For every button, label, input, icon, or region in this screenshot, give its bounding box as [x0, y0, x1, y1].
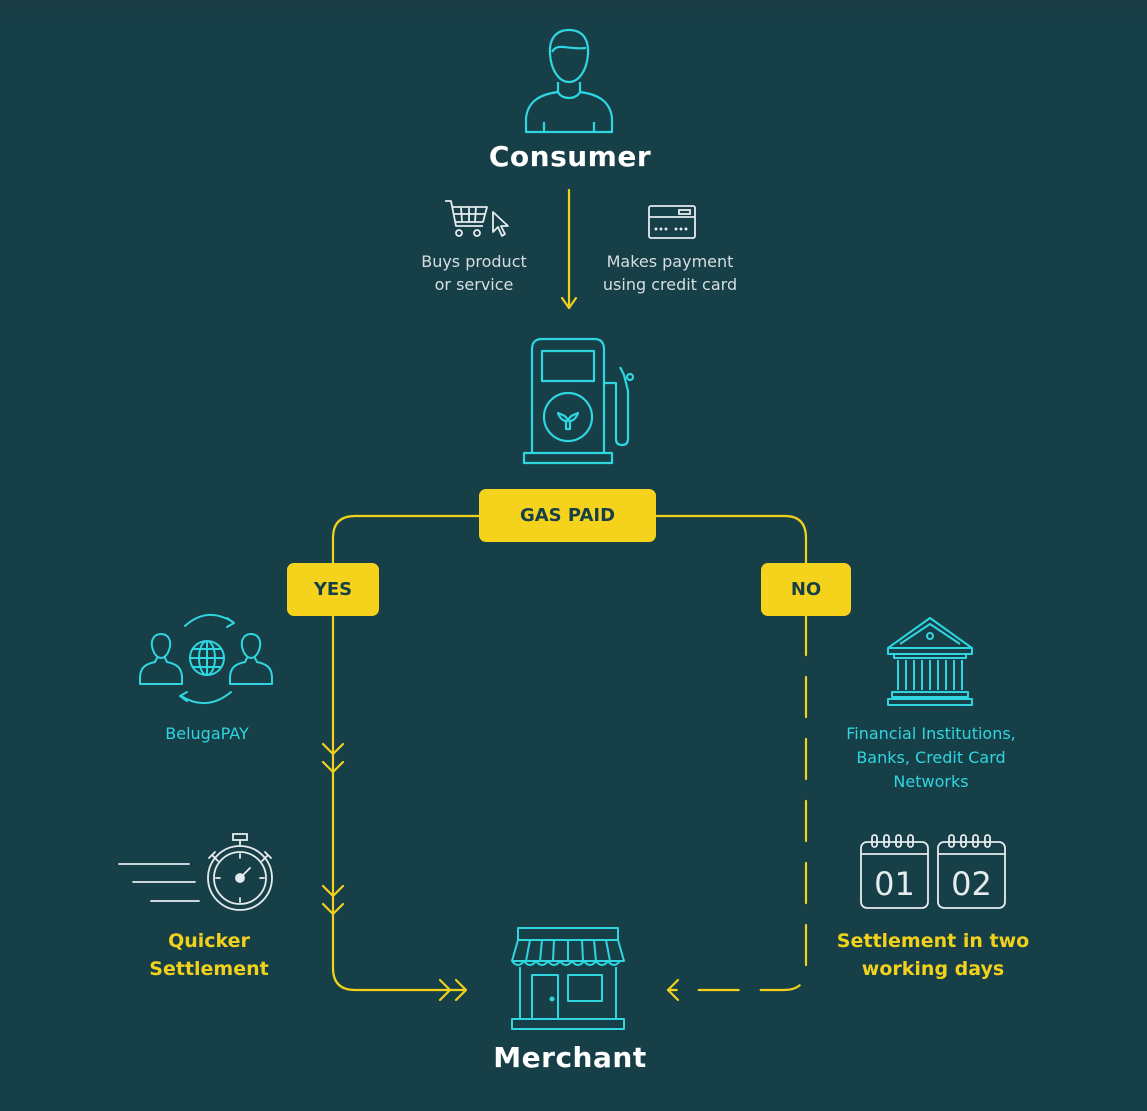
payment-step: Makes payment using credit card [590, 250, 750, 296]
two-day-line-1: Settlement in two [836, 930, 1030, 952]
buys-line-1: Buys product [421, 252, 527, 271]
person-icon [524, 28, 614, 134]
fi-line-2: Banks, Credit Card [856, 748, 1006, 767]
merchant-label: Merchant [493, 1041, 647, 1074]
gas-paid-badge: GAS PAID [479, 489, 656, 542]
yes-chevron-1 [321, 742, 345, 756]
shopping-cart-icon [445, 200, 509, 237]
fi-line-3: Networks [893, 772, 969, 791]
no-branch-line [666, 613, 808, 992]
yes-arrowhead-2 [454, 978, 468, 1002]
no-badge: NO [761, 563, 851, 616]
gas-pump-icon [522, 337, 635, 465]
credit-card-icon [648, 205, 696, 239]
yes-chevron-3 [321, 884, 345, 898]
two-day-line-2: working days [861, 958, 1005, 980]
pay-line-2: using credit card [602, 275, 738, 294]
quicker-line-1: Quicker [168, 930, 250, 952]
storefront-icon [511, 927, 625, 1030]
quicker-settlement-label: Quicker Settlement [120, 927, 298, 983]
two-day-settlement-label: Settlement in two working days [815, 927, 1051, 983]
buys-step: Buys product or service [400, 250, 548, 296]
calendar-day-2: 02 [951, 865, 992, 903]
fi-line-1: Financial Institutions, [846, 724, 1016, 743]
pay-line-1: Makes payment [606, 252, 734, 271]
calendar-icon: 01 02 [860, 834, 1006, 909]
quicker-line-2: Settlement [149, 958, 269, 980]
yes-chevron-2 [321, 760, 345, 774]
yes-branch-line [331, 613, 467, 992]
belugapay-label: BelugaPAY [165, 724, 249, 743]
yes-chevron-4 [321, 902, 345, 916]
cursor-icon [492, 211, 509, 237]
people-globe-exchange-icon [139, 614, 273, 704]
no-branch-line-top [653, 514, 808, 567]
consumer-to-pump-arrowhead [560, 296, 578, 310]
consumer-label: Consumer [488, 140, 652, 173]
calendar-day-1: 01 [874, 865, 915, 903]
stopwatch-icon [118, 833, 273, 911]
no-arrowhead [666, 978, 680, 1002]
buys-line-2: or service [434, 275, 514, 294]
yes-branch-line-top [331, 514, 482, 567]
bank-icon [887, 617, 973, 706]
yes-arrowhead-1 [438, 978, 452, 1002]
yes-badge: YES [287, 563, 379, 616]
financial-institutions-label: Financial Institutions, Banks, Credit Ca… [824, 722, 1038, 794]
